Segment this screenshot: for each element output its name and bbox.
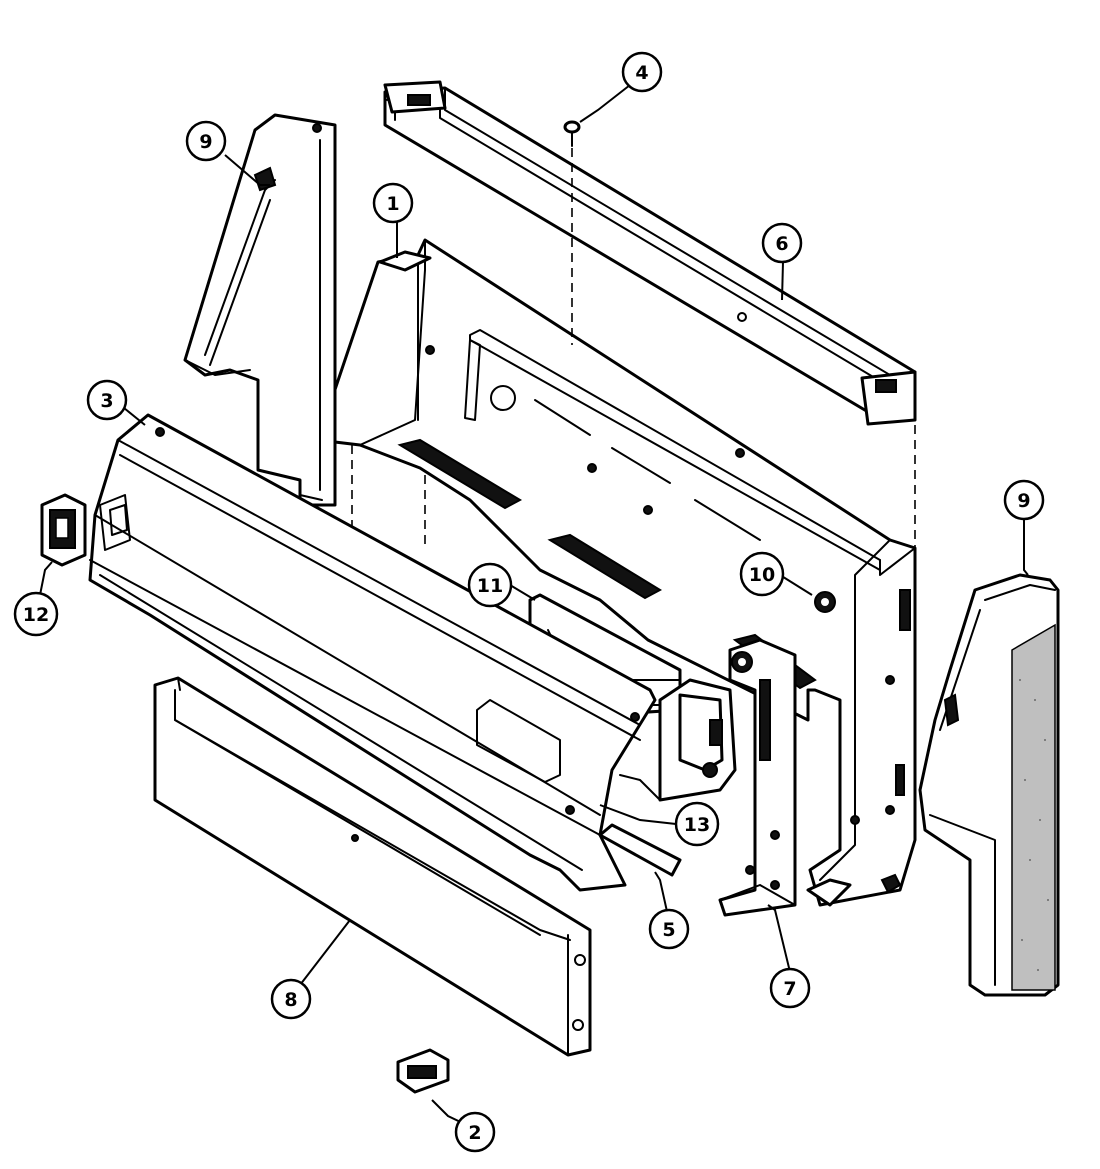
svg-text:9: 9	[199, 131, 212, 153]
svg-text:10: 10	[749, 564, 775, 586]
svg-text:2: 2	[468, 1122, 481, 1144]
callout-9-right: 9	[1003, 479, 1045, 521]
callout-11: 11	[467, 562, 513, 608]
svg-text:8: 8	[284, 989, 297, 1011]
part-trim-strip	[598, 823, 682, 877]
callout-9-left: 9	[185, 120, 227, 162]
svg-text:1: 1	[386, 193, 399, 215]
callout-12: 12	[13, 591, 59, 637]
part-control-panel	[88, 413, 657, 892]
svg-text:4: 4	[635, 62, 648, 84]
callout-6: 6	[761, 222, 803, 264]
svg-text:11: 11	[477, 575, 503, 597]
callout-8: 8	[270, 978, 312, 1020]
callout-10: 10	[739, 551, 785, 597]
callout-3: 3	[86, 379, 128, 421]
callout-5: 5	[648, 908, 690, 950]
part-bushing	[814, 591, 836, 613]
part-lower-panel	[153, 676, 592, 1057]
svg-text:6: 6	[775, 233, 788, 255]
part-backguard-panel	[316, 238, 917, 907]
part-screw	[563, 120, 581, 147]
callout-4: 4	[621, 51, 663, 93]
svg-text:13: 13	[684, 814, 710, 836]
callout-2: 2	[454, 1111, 496, 1153]
svg-text:5: 5	[662, 919, 675, 941]
part-switch	[619, 678, 737, 802]
stipple-texture	[1019, 679, 1049, 971]
svg-text:9: 9	[1017, 490, 1030, 512]
leader-lines	[39, 84, 1029, 1129]
svg-text:7: 7	[783, 978, 796, 1000]
part-top-trim-bar	[383, 80, 917, 426]
callout-13: 13	[674, 801, 720, 847]
svg-text:12: 12	[23, 604, 49, 626]
callout-1: 1	[372, 182, 414, 224]
part-end-cap-right	[918, 573, 1060, 997]
svg-text:3: 3	[100, 390, 113, 412]
part-hinge-bracket	[718, 638, 797, 917]
part-clip	[396, 1048, 450, 1094]
callout-7: 7	[769, 967, 811, 1009]
part-rocker-switch	[40, 493, 87, 567]
